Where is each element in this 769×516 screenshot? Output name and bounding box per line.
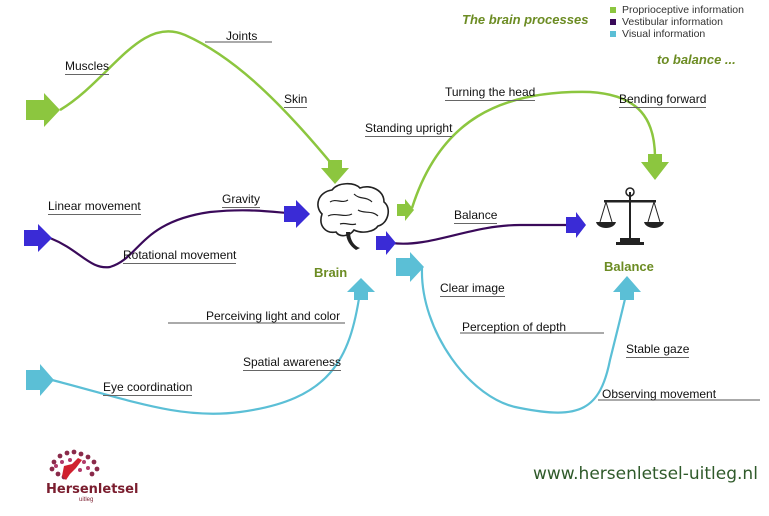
- label-rotational-movement: Rotational movement: [123, 248, 237, 264]
- legend: Proprioceptive information Vestibular in…: [610, 4, 744, 40]
- brain-node-label: Brain: [314, 265, 348, 280]
- label-muscles: Muscles: [65, 59, 110, 75]
- legend-label-visual: Visual information: [622, 28, 706, 40]
- diagram-title-line1: The brain processes: [462, 12, 589, 27]
- legend-item-vestibular: Vestibular information: [610, 16, 744, 28]
- label-perceiving-light-and-color: Perceiving light and color: [206, 309, 341, 323]
- logo-subtitle: uitleg: [79, 497, 94, 503]
- logo-name: Hersenletsel: [46, 482, 139, 497]
- legend-item-proprioceptive: Proprioceptive information: [610, 4, 744, 16]
- skin-down-arrow-icon: [321, 160, 349, 184]
- brain-icon: [317, 182, 390, 250]
- eye-coordination-arrow-icon: [26, 364, 54, 396]
- legend-swatch-proprioceptive: [610, 7, 616, 13]
- label-perception-of-depth: Perception of depth: [462, 320, 567, 334]
- legend-swatch-vestibular: [610, 19, 616, 25]
- legend-label-proprioceptive: Proprioceptive information: [622, 4, 744, 16]
- label-skin: Skin: [284, 92, 308, 108]
- hersenletsel-logo-icon: [49, 449, 100, 480]
- visual-path-eye-brain: [51, 291, 362, 415]
- legend-label-vestibular: Vestibular information: [622, 16, 723, 28]
- diagram-title-line2: to balance ...: [657, 52, 736, 67]
- label-balance-input: Balance: [454, 208, 498, 224]
- balance-up-arrow-icon: [613, 276, 641, 300]
- label-observing-movement: Observing movement: [602, 387, 717, 401]
- legend-item-visual: Visual information: [610, 28, 744, 40]
- label-eye-coordination: Eye coordination: [103, 380, 193, 396]
- label-clear-image: Clear image: [440, 281, 505, 297]
- brain-up-arrow-icon: [347, 278, 375, 300]
- balance-right-arrow-icon: [566, 212, 586, 238]
- label-linear-movement: Linear movement: [48, 199, 141, 215]
- balance-input-arrow-icon: [376, 231, 396, 255]
- balance-node-label: Balance: [604, 259, 654, 274]
- label-stable-gaze: Stable gaze: [626, 342, 690, 358]
- vestibular-path-brain-balance: [391, 223, 575, 245]
- label-turning-the-head: Turning the head: [445, 85, 536, 101]
- muscles-arrow-icon: [26, 93, 60, 127]
- label-joints: Joints: [226, 29, 258, 43]
- clear-image-arrow-icon: [396, 252, 424, 282]
- website-link[interactable]: www.hersenletsel-uitleg.nl: [533, 464, 758, 484]
- legend-swatch-visual: [610, 31, 616, 37]
- label-standing-upright: Standing upright: [365, 121, 453, 137]
- proprioceptive-path-brain-balance: [410, 90, 657, 209]
- balance-scale-icon: [596, 187, 664, 245]
- standing-arrow-icon: [397, 199, 414, 221]
- label-spatial-awareness: Spatial awareness: [243, 355, 342, 371]
- label-bending-forward: Bending forward: [619, 92, 707, 108]
- label-gravity: Gravity: [222, 192, 261, 208]
- linear-movement-arrow-icon: [24, 224, 52, 252]
- gravity-arrow-icon: [284, 200, 310, 228]
- bending-down-arrow-icon: [641, 154, 669, 180]
- vestibular-path-linear-brain: [49, 209, 301, 269]
- visual-path-brain-balance: [420, 267, 629, 414]
